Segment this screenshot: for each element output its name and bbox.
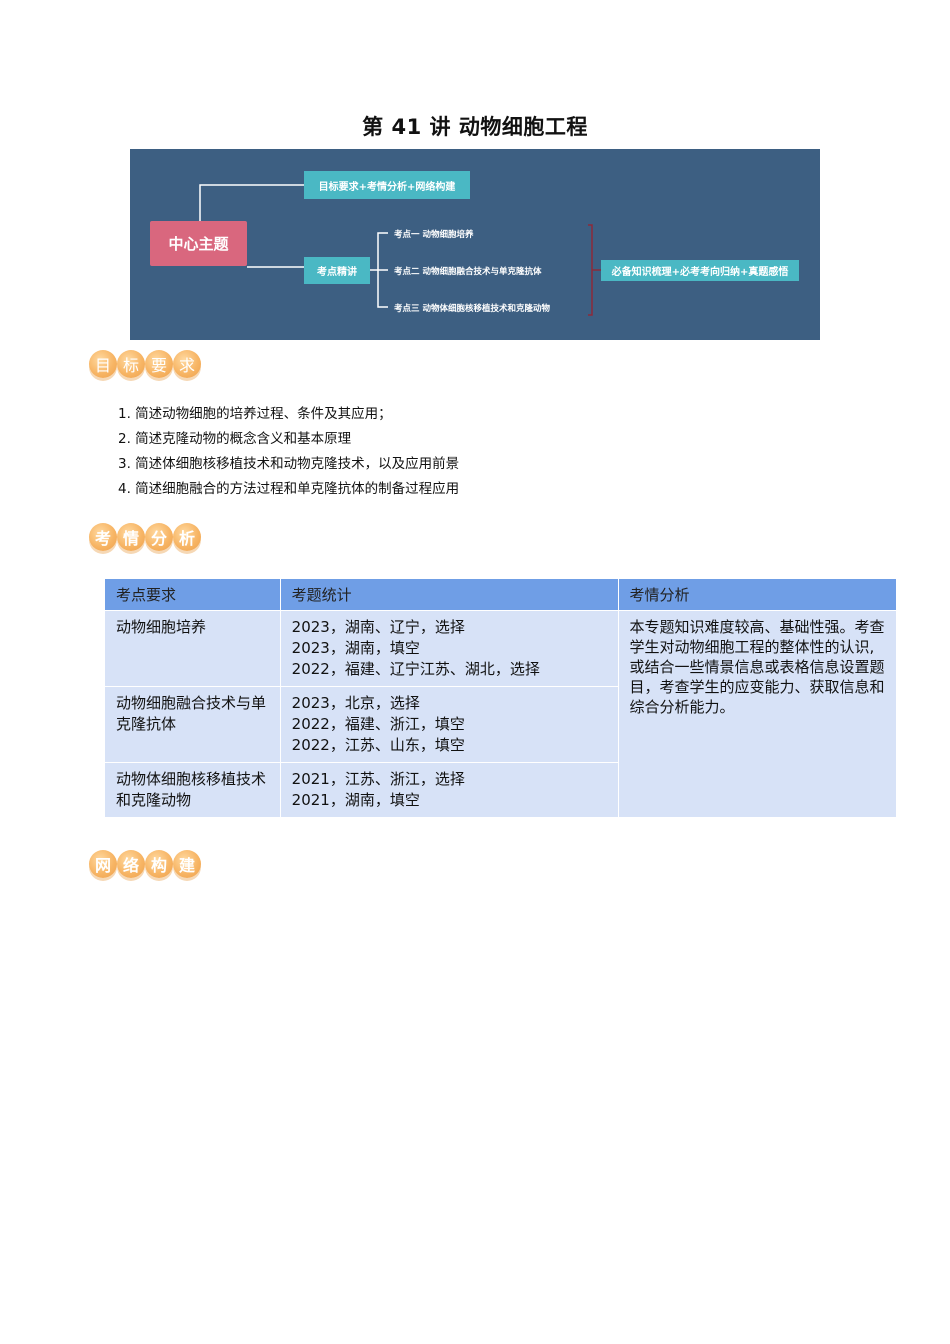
badge-char: 求 xyxy=(173,350,201,378)
network-section-badge: 网 络 构 建 xyxy=(89,850,201,878)
stat-line: 2021，湖南，填空 xyxy=(291,791,420,809)
header-analysis: 考情分析 xyxy=(617,578,898,611)
goal-item: 2. 简述克隆动物的概念含义和基本原理 xyxy=(118,431,352,447)
stat-line: 2023，湖南、辽宁，选择 xyxy=(291,618,465,636)
mindmap-mid-node: 考点精讲 xyxy=(304,257,370,284)
header-stats: 考题统计 xyxy=(279,578,619,611)
mindmap-connectors xyxy=(199,184,601,316)
analysis-cell: 本专题知识难度较高、基础性强。考查学生对动物细胞工程的整体性的认识,或结合一些情… xyxy=(617,610,898,818)
mindmap-top-node: 目标要求+考情分析+网络构建 xyxy=(304,171,470,199)
badge-char: 络 xyxy=(117,850,145,878)
badge-char: 标 xyxy=(117,350,145,378)
badge-char: 建 xyxy=(173,850,201,878)
stats-cell: 2023，湖南、辽宁，选择 2023，湖南，填空 2022，福建、辽宁江苏、湖北… xyxy=(279,610,619,687)
badge-char: 目 xyxy=(89,350,117,378)
stat-line: 2022，江苏、山东，填空 xyxy=(291,736,465,754)
goals-list: 1. 简述动物细胞的培养过程、条件及其应用； 2. 简述克隆动物的概念含义和基本… xyxy=(118,402,459,502)
table-row: 动物体细胞核移植技术和克隆动物 2021，江苏、浙江，选择 2021，湖南，填空 xyxy=(104,762,897,818)
goal-item: 1. 简述动物细胞的培养过程、条件及其应用； xyxy=(118,406,392,422)
stat-line: 2022，福建、浙江，填空 xyxy=(291,715,465,733)
stat-line: 2021，江苏、浙江，选择 xyxy=(291,770,465,788)
goal-item: 3. 简述体细胞核移植技术和动物克隆技术，以及应用前景 xyxy=(118,456,460,472)
mindmap-point-3: 考点三 动物体细胞核移植技术和克隆动物 xyxy=(394,304,550,314)
badge-char: 考 xyxy=(89,523,117,551)
table-row: 动物细胞融合技术与单克隆抗体 2023，北京，选择 2022，福建、浙江，填空 … xyxy=(104,686,897,763)
mindmap-right-node: 必备知识梳理+必考考向归纳+真题感悟 xyxy=(601,260,799,281)
mindmap-point-2: 考点二 动物细胞融合技术与单克隆抗体 xyxy=(394,267,542,277)
badge-char: 构 xyxy=(145,850,173,878)
stat-line: 2023，湖南，填空 xyxy=(291,639,420,657)
analysis-section-badge: 考 情 分 析 xyxy=(89,523,201,551)
mindmap-banner: 中心主题 目标要求+考情分析+网络构建 考点精讲 考点一 动物细胞培养 考点二 … xyxy=(130,149,820,340)
goals-section-badge: 目 标 要 求 xyxy=(89,350,201,378)
table-row: 动物细胞培养 2023，湖南、辽宁，选择 2023，湖南，填空 2022，福建、… xyxy=(104,610,898,818)
mindmap-point-1: 考点一 动物细胞培养 xyxy=(394,230,474,240)
point-cell: 动物细胞融合技术与单克隆抗体 xyxy=(104,686,281,763)
badge-char: 要 xyxy=(145,350,173,378)
exam-analysis-table: 考点要求 考题统计 考情分析 动物细胞培养 2023，湖南、辽宁，选择 2023… xyxy=(104,578,898,818)
badge-char: 网 xyxy=(89,850,117,878)
badge-char: 分 xyxy=(145,523,173,551)
page-title: 第 41 讲 动物细胞工程 xyxy=(362,115,588,139)
stat-line: 2023，北京，选择 xyxy=(291,694,420,712)
point-cell: 动物体细胞核移植技术和克隆动物 xyxy=(104,762,281,818)
goal-item: 4. 简述细胞融合的方法过程和单克隆抗体的制备过程应用 xyxy=(118,481,460,497)
header-point: 考点要求 xyxy=(104,578,281,611)
point-cell: 动物细胞培养 xyxy=(104,610,281,687)
stats-cell: 2021，江苏、浙江，选择 2021，湖南，填空 xyxy=(279,762,619,818)
mindmap-center-node: 中心主题 xyxy=(150,221,247,266)
table-header-row: 考点要求 考题统计 考情分析 xyxy=(104,578,898,611)
badge-char: 析 xyxy=(173,523,201,551)
badge-char: 情 xyxy=(117,523,145,551)
stat-line: 2022，福建、辽宁江苏、湖北，选择 xyxy=(291,660,540,678)
stats-cell: 2023，北京，选择 2022，福建、浙江，填空 2022，江苏、山东，填空 xyxy=(279,686,619,763)
